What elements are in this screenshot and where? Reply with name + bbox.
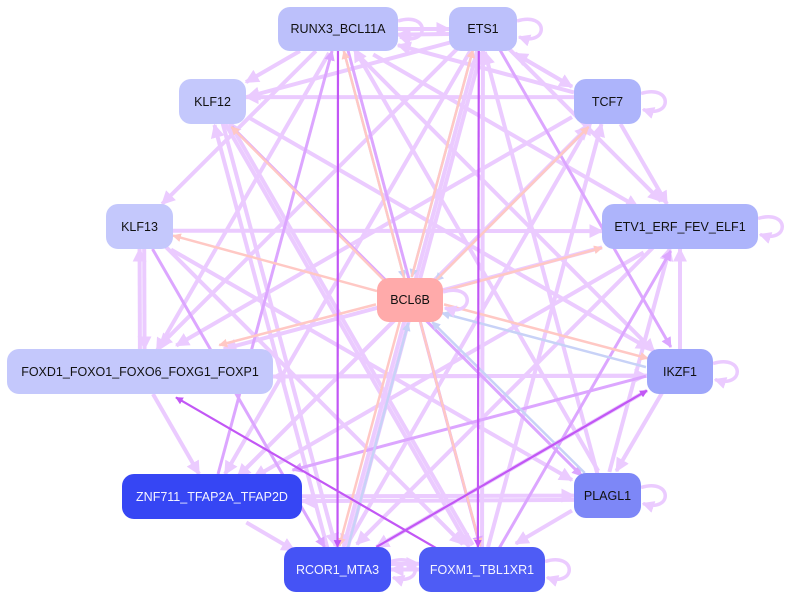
self-loop-bcl6b	[442, 288, 469, 318]
edge-etv1_erf_fev_elf1-to-znf711_tfap2a_tfap2d	[252, 250, 645, 480]
node-ets1[interactable]: ETS1	[449, 7, 517, 51]
node-label: TCF7	[591, 94, 624, 109]
edge-bcl6b-to-foxd1_foxo1_foxo6_foxg1_foxp1	[218, 303, 377, 348]
edge-foxm1_tbl1xr1-to-ets1	[475, 49, 490, 548]
self-loop-plagl1	[640, 484, 667, 513]
edge-tcf7-to-runx3_bcl11a	[396, 41, 575, 95]
edge-tcf7-to-foxd1_foxo1_foxo6_foxg1_foxp1	[175, 115, 573, 348]
edge-ikzf1-to-foxd1_foxo1_foxo6_foxg1_foxp1	[271, 369, 648, 384]
edge-bcl6b-to-tcf7	[434, 125, 590, 282]
node-label: FOXM1_TBL1XR1	[429, 562, 535, 577]
node-runx3-bcl11a[interactable]: RUNX3_BCL11A	[278, 7, 398, 51]
edge-rcor1_mta3-to-ikzf1	[375, 389, 648, 548]
edge-bcl6b-to-rcor1_mta3	[337, 320, 402, 547]
node-label: RUNX3_BCL11A	[290, 22, 386, 36]
node-klf12[interactable]: KLF12	[179, 79, 246, 124]
self-loop-etv1_erf_fev_elf1	[757, 215, 784, 244]
edge-bcl6b-to-klf12	[230, 125, 386, 282]
edge-runx3_bcl11a-to-ikzf1	[355, 52, 656, 354]
edge-klf12-to-foxm1_tbl1xr1	[223, 123, 471, 549]
edge-klf13-to-foxm1_tbl1xr1	[163, 244, 465, 546]
edge-bcl6b-to-runx3_bcl11a	[341, 50, 406, 279]
edge-foxd1_foxo1_foxo6_foxg1_foxp1-to-znf711_tfap2a_tfap2d	[151, 393, 201, 476]
edge-foxm1_tbl1xr1-to-etv1_erf_fev_elf1	[497, 250, 673, 550]
edge-klf13-to-plagl1	[170, 247, 574, 482]
edge-bcl6b-to-etv1_erf_fev_elf1	[442, 245, 603, 293]
node-foxm1-tbl1xr1[interactable]: FOXM1_TBL1XR1	[419, 547, 545, 592]
node-label: KLF13	[121, 219, 158, 234]
edge-ets1-to-runx3_bcl11a	[396, 27, 450, 42]
node-bcl6b[interactable]: BCL6B	[377, 278, 443, 322]
edge-bcl6b-to-foxm1_tbl1xr1	[418, 320, 483, 547]
node-label: KLF12	[194, 94, 231, 109]
edge-znf711_tfap2a_tfap2d-to-rcor1_mta3	[245, 520, 296, 553]
node-label: IKZF1	[662, 364, 698, 379]
edge-foxm1_tbl1xr1-to-foxd1_foxo1_foxo6_foxg1_foxp1	[175, 396, 441, 552]
node-label: FOXD1_FOXO1_FOXO6_FOXG1_FOXP1	[21, 364, 259, 379]
node-label: BCL6B	[390, 293, 430, 307]
edge-rcor1_mta3-to-bcl6b	[346, 322, 411, 549]
edge-tcf7-to-etv1_erf_fev_elf1	[618, 122, 669, 206]
node-plagl1[interactable]: PLAGL1	[574, 473, 641, 518]
node-etv1-erf-fev-elf1[interactable]: ETV1_ERF_FEV_ELF1	[602, 204, 758, 249]
edge-rcor1_mta3-to-klf12	[210, 123, 330, 549]
edge-rcor1_mta3-to-tcf7	[345, 120, 593, 547]
edge-tcf7-to-ets1	[513, 51, 573, 89]
edge-ikzf1-to-bcl6b	[441, 310, 647, 369]
node-label: RCOR1_MTA3	[295, 562, 380, 577]
edge-ets1-to-foxd1_foxo1_foxo6_foxg1_foxp1	[157, 46, 460, 348]
edge-ets1-to-ikzf1	[498, 48, 673, 348]
node-klf13[interactable]: KLF13	[106, 204, 173, 249]
self-loop-tcf7	[640, 90, 667, 119]
node-label: ETV1_ERF_FEV_ELF1	[614, 219, 746, 234]
node-znf711-tfap2a-tfap2d[interactable]: ZNF711_TFAP2A_TFAP2D	[122, 474, 302, 519]
node-rcor1-mta3[interactable]: RCOR1_MTA3	[284, 547, 391, 592]
self-loop-ikzf1	[712, 360, 739, 389]
node-label: ZNF711_TFAP2A_TFAP2D	[136, 489, 288, 504]
node-label: ETS1	[467, 22, 499, 36]
edge-runx3_bcl11a-to-klf12	[244, 49, 301, 84]
node-foxd1-foxo1-foxo6-foxg1-foxp1[interactable]: FOXD1_FOXO1_FOXO6_FOXG1_FOXP1	[7, 349, 273, 394]
self-loop-foxm1_tbl1xr1	[544, 558, 571, 587]
edge-plagl1-to-znf711_tfap2a_tfap2d	[300, 494, 575, 509]
node-ikzf1[interactable]: IKZF1	[647, 349, 713, 394]
edge-plagl1-to-foxm1_tbl1xr1	[514, 508, 573, 546]
edge-ikzf1-to-plagl1	[614, 390, 665, 473]
edge-plagl1-to-bcl6b	[431, 321, 586, 474]
self-loop-rcor1_mta3	[390, 558, 417, 587]
edge-foxm1_tbl1xr1-to-klf12	[227, 120, 475, 547]
edge-ets1-to-znf711_tfap2a_tfap2d	[223, 49, 472, 476]
node-label: PLAGL1	[583, 488, 632, 503]
self-loop-runx3_bcl11a	[397, 17, 424, 47]
edge-klf12-to-ikzf1	[247, 115, 651, 351]
edge-bcl6b-to-ets1	[410, 49, 476, 278]
self-loop-ets1	[516, 17, 543, 47]
node-tcf7[interactable]: TCF7	[574, 79, 641, 124]
edge-bcl6b-to-klf13	[172, 233, 378, 293]
edge-runx3_bcl11a-to-foxd1_foxo1_foxo6_foxg1_foxp1	[155, 52, 331, 353]
edge-ets1-to-foxm1_tbl1xr1	[474, 50, 482, 548]
edge-ikzf1-to-znf711_tfap2a_tfap2d	[291, 374, 647, 473]
